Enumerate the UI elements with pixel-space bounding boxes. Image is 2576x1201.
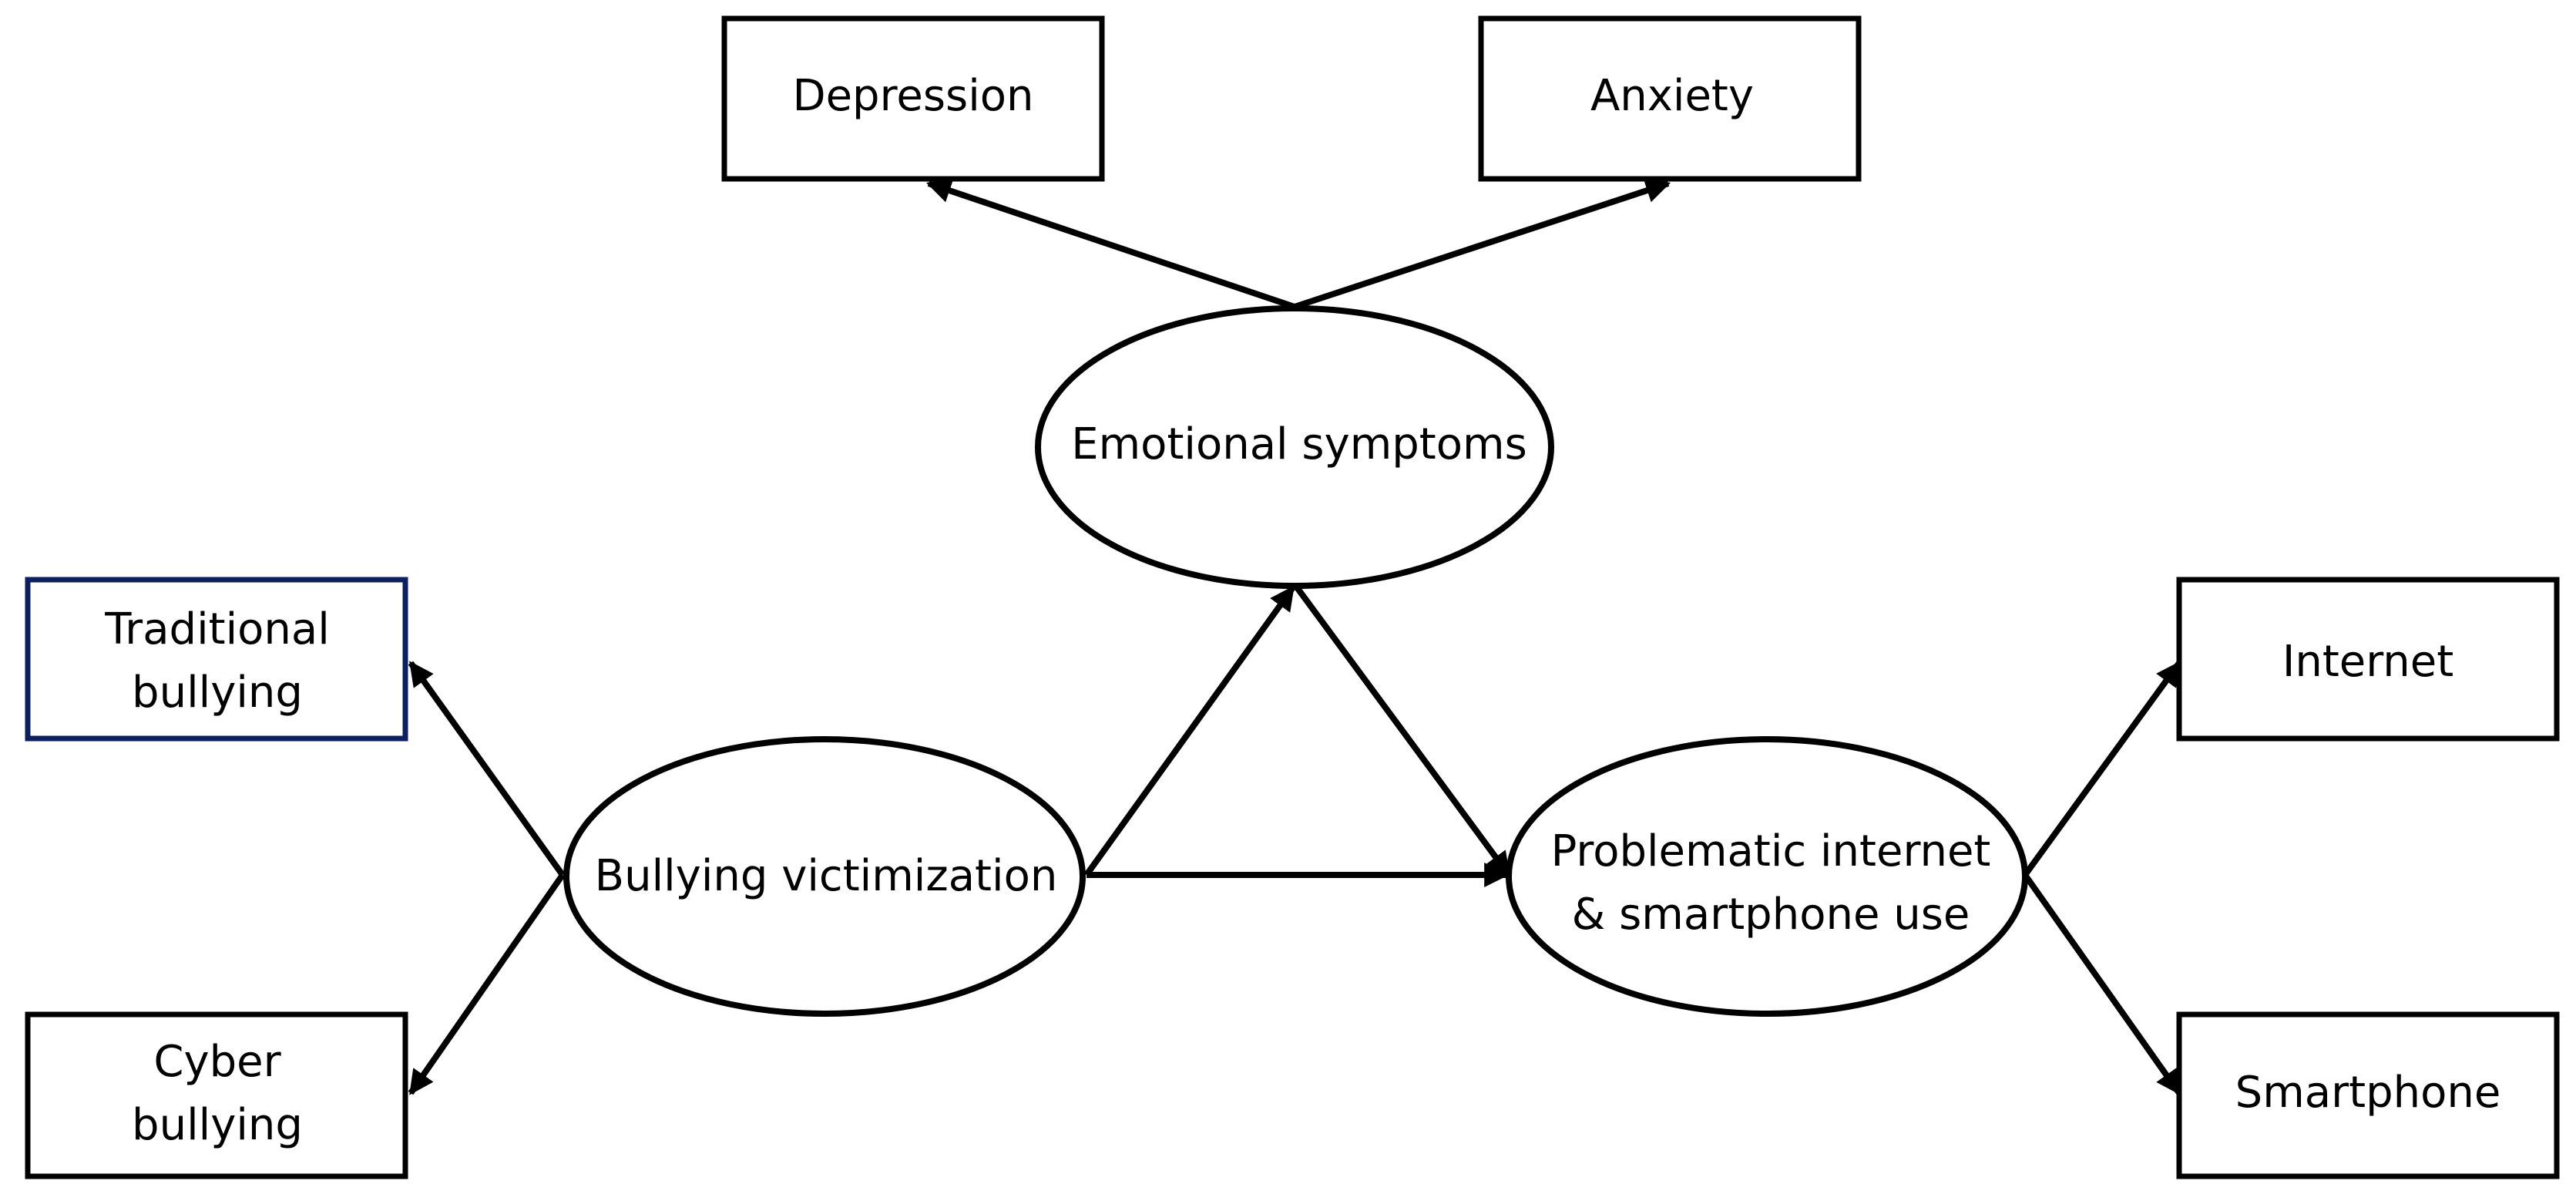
arrow-emotional-to-depression [925, 179, 1296, 310]
cyber-bullying-label-line2: bullying [132, 1100, 303, 1150]
problematic-use-label-line2: & smartphone use [1572, 890, 1970, 940]
bullying-victimization-label: Bullying victimization [595, 851, 1058, 901]
internet-box: Internet [2176, 577, 2560, 742]
cyber-bullying-box: Cyber bullying [25, 1011, 408, 1179]
arrow-problematic-to-internet [2022, 661, 2182, 877]
traditional-bullying-label-line1: Traditional [104, 604, 330, 654]
anxiety-label: Anxiety [1590, 71, 1754, 121]
traditional-bullying-box: Traditional bullying [25, 577, 408, 742]
arrow-problematic-to-smartphone [2022, 873, 2182, 1095]
problematic-use-node: Problematic internet & smartphone use [1506, 736, 2028, 1017]
traditional-bullying-label-line2: bullying [132, 668, 303, 718]
cyber-bullying-label-line1: Cyber [153, 1037, 281, 1087]
bullying-victimization-node: Bullying victimization [563, 736, 1086, 1017]
arrow-bullying-to-cyber [408, 873, 566, 1095]
smartphone-box: Smartphone [2176, 1011, 2560, 1179]
arrow-bullying-to-emotional [1083, 585, 1296, 877]
arrow-emotional-to-problematic [1294, 585, 1512, 877]
emotional-symptoms-label: Emotional symptoms [1071, 419, 1527, 469]
arrow-emotional-to-anxiety [1293, 178, 1671, 310]
depression-box: Depression [721, 15, 1105, 182]
arrow-bullying-to-traditional [408, 661, 566, 877]
emotional-symptoms-node: Emotional symptoms [1035, 305, 1554, 589]
depression-label: Depression [792, 71, 1033, 121]
anxiety-box: Anxiety [1478, 15, 1862, 182]
internet-label: Internet [2282, 637, 2453, 687]
problematic-use-label-line1: Problematic internet [1551, 826, 1991, 876]
smartphone-label: Smartphone [2235, 1068, 2501, 1118]
